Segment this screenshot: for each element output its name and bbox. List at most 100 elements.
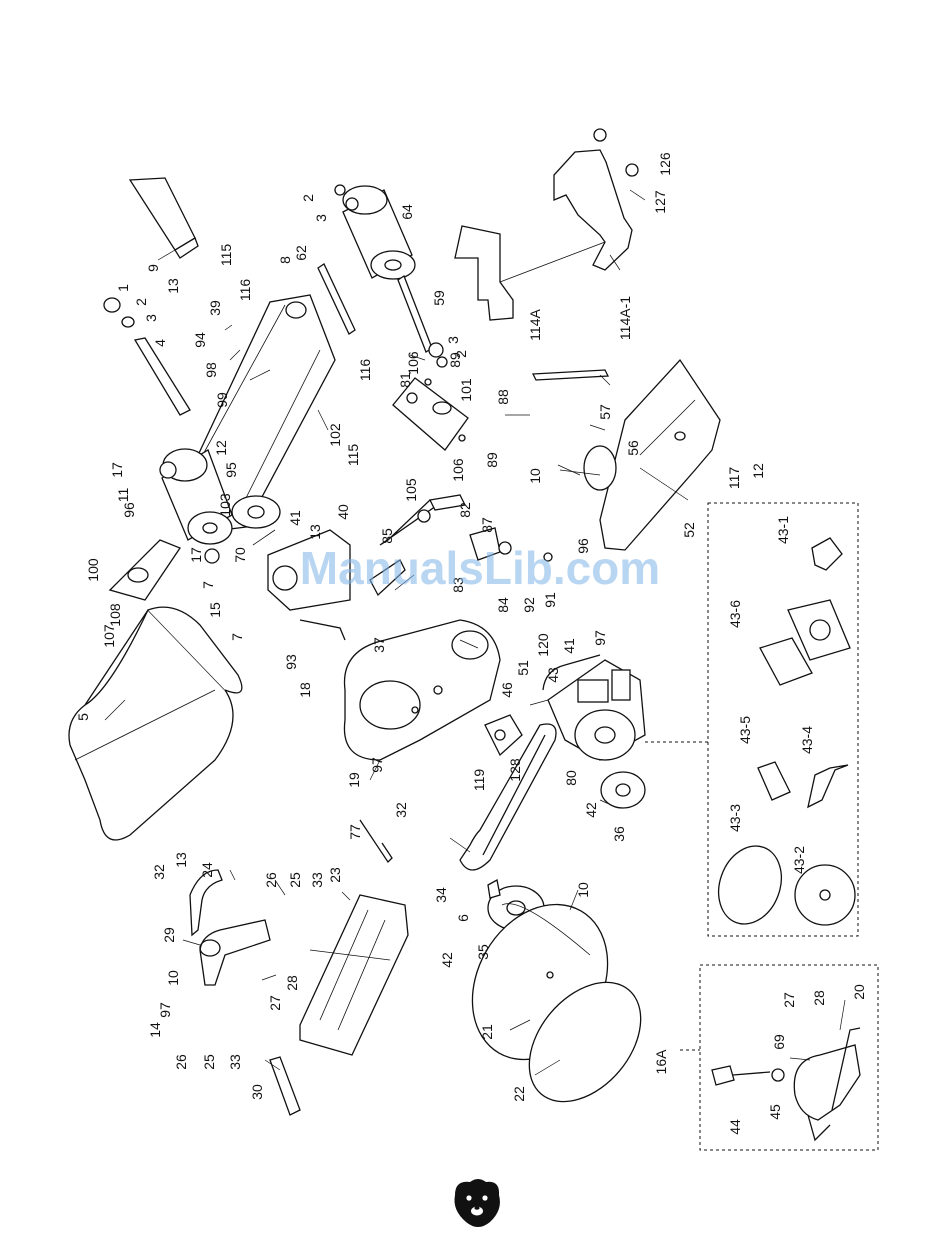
callout-p33a: 33 [309,872,325,888]
callout-p11: 11 [115,488,131,503]
drive-drum-part [317,184,448,368]
callout-p2c: 2 [453,350,469,358]
callout-p25b: 25 [201,1054,217,1070]
callout-p3a: 3 [143,314,159,322]
callout-p15: 15 [207,602,223,618]
callout-p85: 85 [379,528,395,544]
callout-p77: 77 [347,824,363,840]
sanding-disc-part [471,903,642,1103]
callout-p17a: 17 [109,462,125,478]
callout-p43_1: 43-1 [775,516,791,544]
callout-p27: 27 [267,995,283,1011]
callout-p39: 39 [207,300,223,316]
callout-p37: 37 [371,637,387,653]
callout-p7b: 7 [229,633,245,641]
callout-p18: 18 [297,682,313,698]
callout-p126: 126 [657,152,673,176]
motor-part [542,654,646,761]
callout-p19: 19 [346,772,362,788]
callout-p103: 103 [217,493,233,517]
switch-box-part [484,714,523,757]
callout-p94: 94 [192,332,208,348]
idler-drum-part [159,448,233,564]
callout-p99: 99 [214,392,230,408]
callout-p97b: 97 [592,630,608,646]
callout-p42a: 42 [583,802,599,818]
callout-p14: 14 [147,1022,163,1038]
callout-p100: 100 [85,558,101,582]
callout-p64: 64 [399,204,415,220]
belt-guard-part [299,619,501,761]
callout-p52: 52 [681,522,697,538]
callout-p45: 45 [767,1104,783,1120]
table-assembly-part [189,869,409,1116]
callout-p108: 108 [107,603,123,627]
callout-p9: 9 [145,264,161,272]
callout-p13a: 13 [165,278,181,294]
bear-head-logo [454,1179,500,1227]
base-part [531,358,721,551]
callout-p97c: 97 [157,1002,173,1018]
option-16A-box [699,964,879,1151]
callout-p4: 4 [152,339,168,347]
platen-frame-part [128,177,336,531]
callout-p13b: 13 [307,524,323,540]
callout-p69: 69 [771,1034,787,1050]
callout-p16a: 16A [653,1049,669,1075]
callout-p40: 40 [335,504,351,520]
callout-p107: 107 [101,624,117,648]
callout-p116b: 116 [357,359,373,382]
callout-p17b: 17 [188,547,204,563]
callout-p42b: 42 [439,952,455,968]
callout-p41b: 41 [561,638,577,654]
callout-p12a: 12 [213,440,229,456]
callout-p89b: 89 [484,452,500,468]
callout-p116a: 116 [237,279,253,302]
callout-p25a: 25 [287,872,303,888]
callout-p43_4: 43-4 [799,726,815,754]
callout-p41a: 41 [287,510,303,526]
callout-p117: 117 [726,467,742,490]
callout-p43: 43 [545,667,561,683]
callout-p56: 56 [625,440,641,456]
sanding-belt-part [68,606,243,841]
callout-p127: 127 [652,190,668,214]
callout-p26a: 26 [263,872,279,888]
callout-p26b: 26 [173,1054,189,1070]
callout-p10c: 10 [527,468,543,484]
callout-p2a: 2 [133,298,149,306]
callout-p80: 80 [563,770,579,786]
watermark-text: ManualsLib.com [300,542,660,594]
callout-p106a: 106 [405,351,421,375]
callout-p91: 91 [542,592,558,608]
tension-plate-part [392,377,469,451]
callout-p30: 30 [249,1084,265,1100]
callout-p57: 57 [597,404,613,420]
motor-bracket-part [252,529,351,611]
callout-p89a: 89 [447,352,463,368]
callout-p59: 59 [431,290,447,306]
callout-p88: 88 [495,389,511,405]
callout-p114a1: 114A-1 [617,296,633,340]
callout-p33b: 33 [227,1054,243,1070]
leader-lines [104,189,846,1076]
callout-p115a: 115 [218,244,234,267]
callout-p24: 24 [199,862,215,878]
callout-p81: 81 [397,372,413,388]
callout-p34: 34 [433,887,449,903]
adjust-screw-part [369,494,553,597]
callout-p23: 23 [327,867,343,883]
callout-p84: 84 [495,597,511,613]
callout-p36: 36 [611,826,627,842]
motor-parts-box [707,502,859,937]
callout-p3b: 3 [313,214,329,222]
callout-p2b: 2 [300,194,316,202]
callout-p92: 92 [521,597,537,613]
callout-p10b: 10 [165,970,181,986]
callout-p22: 22 [511,1086,527,1102]
callout-p87: 87 [479,517,495,533]
callout-p12b: 12 [750,463,766,479]
miter-gauge-part [711,1027,861,1142]
callout-p5: 5 [75,713,91,721]
